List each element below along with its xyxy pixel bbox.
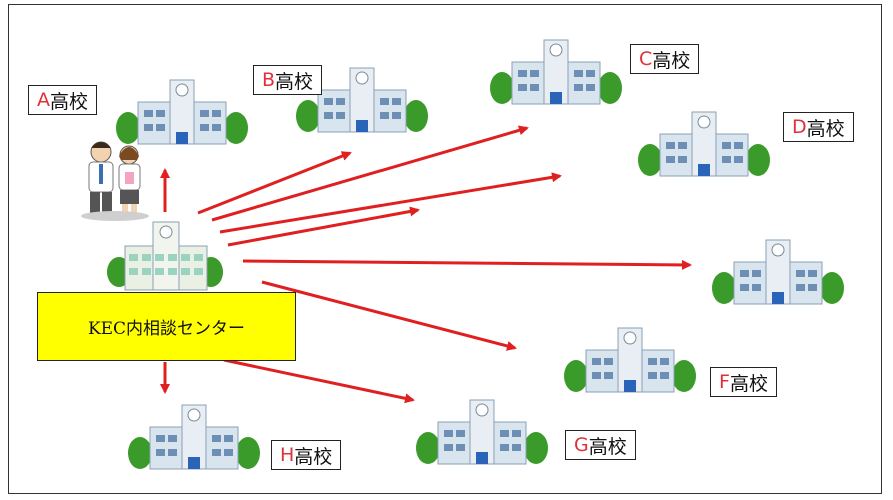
arrow-to-g [223, 358, 415, 404]
school-building-g [416, 399, 548, 465]
center-label: KEC内相談センター [37, 292, 296, 361]
school-label-letter: G [574, 434, 589, 456]
school-label-suffix: 高校 [588, 435, 627, 458]
school-label-suffix: 高校 [652, 49, 691, 72]
school-label-suffix: 高校 [50, 90, 89, 113]
school-building-d [638, 111, 770, 177]
school-building-a [116, 79, 248, 145]
arrow-to-d2 [227, 206, 420, 247]
school-building-f [564, 327, 696, 393]
counselor-man [88, 141, 114, 214]
school-building-b [296, 67, 428, 133]
diagram-frame [8, 4, 882, 494]
school-label-letter: F [719, 371, 730, 393]
school-building-c [490, 39, 622, 105]
school-label-letter: D [792, 116, 807, 138]
school-label-letter: A [37, 89, 50, 111]
school-label-letter: B [262, 69, 276, 91]
school-building-e [712, 239, 844, 305]
school-label-letter: C [639, 48, 653, 70]
arrow-to-b [197, 151, 352, 215]
school-label-letter: H [280, 444, 295, 466]
arrow-to-e [242, 259, 692, 270]
center-building-icon [107, 221, 223, 291]
arrow-to-f [261, 280, 517, 351]
arrow-to-d [219, 172, 562, 234]
counselor-woman [118, 145, 141, 216]
school-label-suffix: 高校 [294, 445, 333, 468]
arrow-to-c [211, 125, 529, 222]
school-label-suffix: 高校 [729, 372, 768, 395]
school-label-suffix: 高校 [275, 70, 314, 93]
school-label-suffix: 高校 [806, 117, 845, 140]
school-building-h [128, 404, 260, 470]
